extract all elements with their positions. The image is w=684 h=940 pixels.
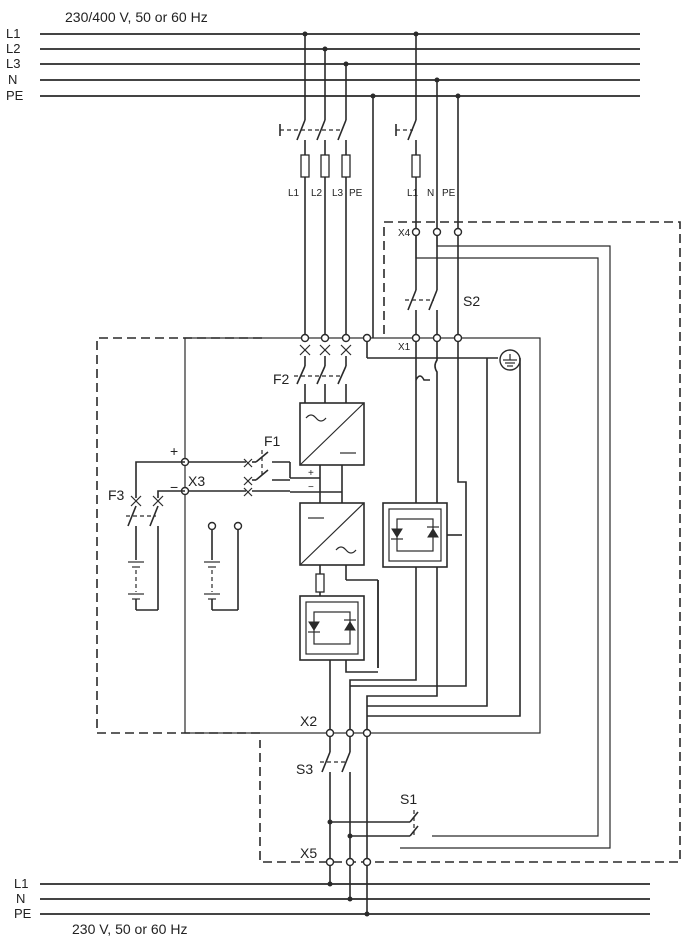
single-phase-drop	[395, 34, 459, 232]
switch-s3-label: S3	[296, 761, 313, 777]
bypass-enclosure	[259, 221, 681, 863]
x2-terminal-l1	[325, 728, 335, 738]
bypass-wiring	[329, 342, 521, 733]
s1-switch	[327, 810, 419, 839]
ups-cabinet-frame	[184, 337, 541, 734]
ground-icon	[499, 349, 521, 371]
supply-bottom-line-l1: L1	[14, 876, 28, 891]
s3-switch	[320, 737, 368, 860]
supply-top-line-l3: L3	[6, 56, 20, 71]
pe-bus	[366, 342, 498, 359]
fuse-label-l1: L1	[288, 188, 300, 199]
x2-terminal-pe	[362, 728, 372, 738]
x1-terminal-pe	[362, 333, 372, 343]
supply-bottom-voltage: 230 V, 50 or 60 Hz	[72, 921, 187, 937]
x5-terminal-l1	[325, 857, 335, 867]
supply-bottom-line-n: N	[16, 891, 25, 906]
static-switch-bypass	[382, 502, 448, 568]
fuse-label-l3: L3	[332, 188, 344, 199]
x1-terminal-row	[299, 344, 352, 356]
fuse-label-1ph-l1: L1	[407, 188, 419, 199]
battery-plus-label: +	[170, 443, 178, 459]
x5-terminal-pe	[362, 857, 372, 867]
x1-terminal-bypass-pe	[453, 333, 463, 343]
supply-bottom-bus	[40, 883, 650, 915]
battery-x3-string	[204, 530, 239, 611]
supply-top-line-l1: L1	[6, 26, 20, 41]
terminal-x1-label: X1	[398, 342, 411, 353]
battery-f3-circuit	[126, 461, 185, 611]
terminal-x5-label: X5	[300, 845, 317, 861]
x4-terminal-pe	[453, 227, 463, 237]
f1-switch	[185, 450, 291, 497]
supply-top-line-n: N	[8, 72, 17, 87]
supply-bottom-line-pe: PE	[14, 906, 32, 921]
fuse-label-pe: PE	[349, 188, 363, 199]
x4-terminal-n	[432, 227, 442, 237]
x1-terminal-l1	[300, 333, 310, 343]
output-drop	[327, 866, 370, 917]
supply-top-bus	[40, 33, 640, 97]
x1-terminal-l3	[341, 333, 351, 343]
dc-plus-mark: +	[308, 468, 314, 479]
x1-terminal-l2	[320, 333, 330, 343]
terminal-x2-label: X2	[300, 713, 317, 729]
switch-s1-label: S1	[400, 791, 417, 807]
dc-minus-mark: −	[308, 482, 314, 493]
x3-terminal-aux-1	[207, 521, 217, 531]
x2-terminal-n	[345, 728, 355, 738]
terminal-x4-label: X4	[398, 228, 411, 239]
dc-link	[290, 465, 343, 503]
x1-terminal-bypass-n	[432, 333, 442, 343]
three-phase-drop	[279, 34, 374, 338]
x3-terminal-aux-2	[233, 521, 243, 531]
static-switch-inverter	[299, 595, 365, 661]
supply-top-line-pe: PE	[6, 88, 24, 103]
fuse-label-l2: L2	[311, 188, 323, 199]
supply-top-line-l2: L2	[6, 41, 20, 56]
switch-f3-label: F3	[108, 487, 125, 503]
switch-s2-label: S2	[463, 293, 480, 309]
inverter-block	[299, 502, 365, 566]
s2-switch	[405, 236, 459, 338]
f2-switch	[294, 356, 347, 403]
x5-terminal-n	[345, 857, 355, 867]
switch-f1-label: F1	[264, 433, 281, 449]
x4-terminal-l1	[411, 227, 421, 237]
switch-f2-label: F2	[273, 371, 290, 387]
supply-top-voltage: 230/400 V, 50 or 60 Hz	[65, 9, 208, 25]
x1-terminal-bypass-l1	[411, 333, 421, 343]
terminal-x3-label: X3	[188, 473, 205, 489]
rectifier-block	[299, 402, 365, 466]
fuse-label-1ph-pe: PE	[442, 188, 456, 199]
battery-minus-label: −	[170, 479, 178, 495]
fuse-label-1ph-n: N	[427, 188, 434, 199]
